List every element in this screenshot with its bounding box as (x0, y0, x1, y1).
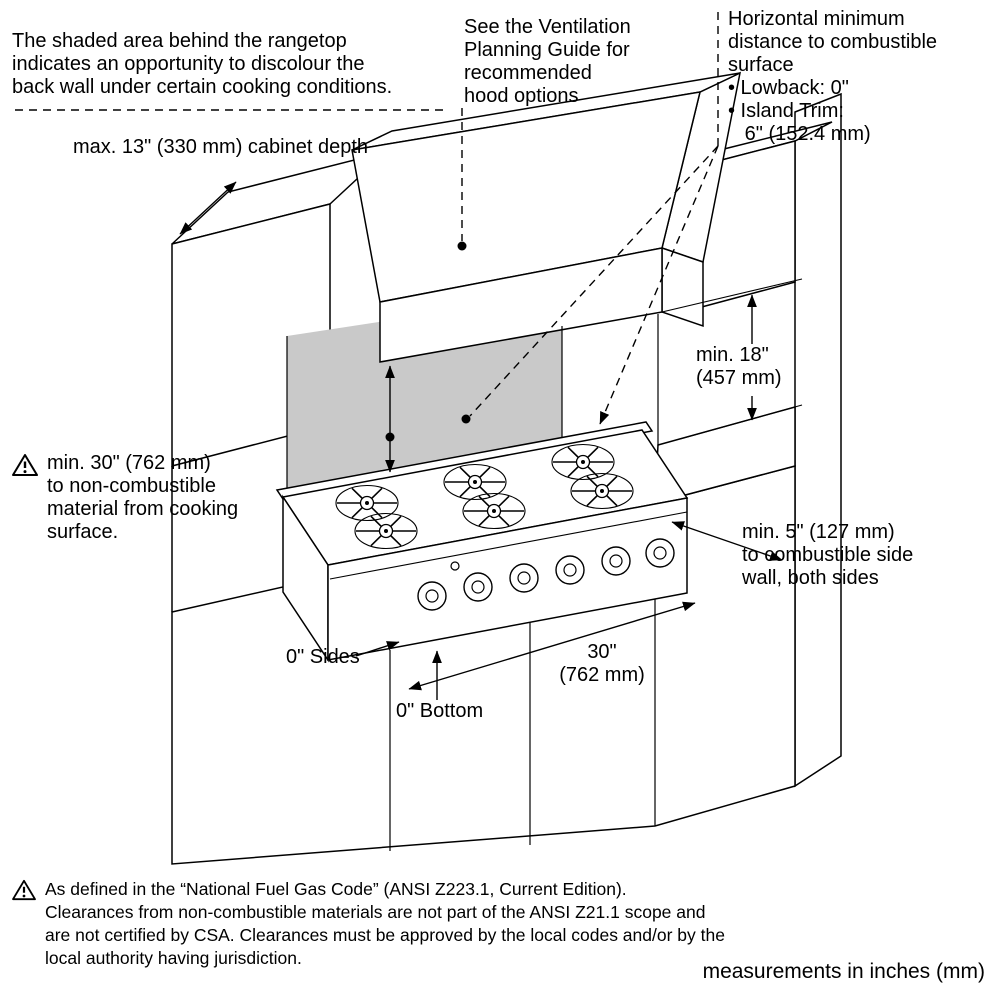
range-hood (351, 71, 742, 363)
zero-bottom-label: 0" Bottom (396, 700, 484, 722)
zero-sides-label: 0" Sides (286, 646, 360, 668)
units-note: measurements in inches (mm) (702, 960, 985, 983)
warning-icon (12, 454, 38, 476)
right-side-wall (794, 92, 842, 788)
discolour-note: The shaded area behind the rangetop indi… (12, 30, 393, 98)
min-18-dimension-label: min. 18" (457 mm) (696, 344, 782, 389)
min-30-text: min. 30" (762 mm) to non-combustible mat… (47, 452, 239, 543)
min-5-clearance-label: min. 5" (127 mm) to combustible side wal… (742, 521, 914, 589)
control-knobs (417, 538, 675, 611)
dimension-lines (179, 181, 803, 700)
footnote: As defined in the “National Fuel Gas Cod… (12, 878, 977, 970)
width-30-dimension-label: 30" (762 mm) (559, 641, 645, 686)
ventilation-note: See the Ventilation Planning Guide for r… (464, 16, 631, 107)
leader-lines (15, 12, 719, 425)
warning-icon (12, 879, 36, 901)
footnote-text: As defined in the “National Fuel Gas Cod… (45, 879, 725, 969)
horizontal-min-distance-note: Horizontal minimum distance to combustib… (728, 8, 938, 145)
min-30-clearance-note: min. 30" (762 mm) to non-combustible mat… (12, 452, 287, 544)
reference-dots (385, 241, 471, 442)
cabinet-depth-label: max. 13" (330 mm) cabinet depth (73, 136, 369, 158)
